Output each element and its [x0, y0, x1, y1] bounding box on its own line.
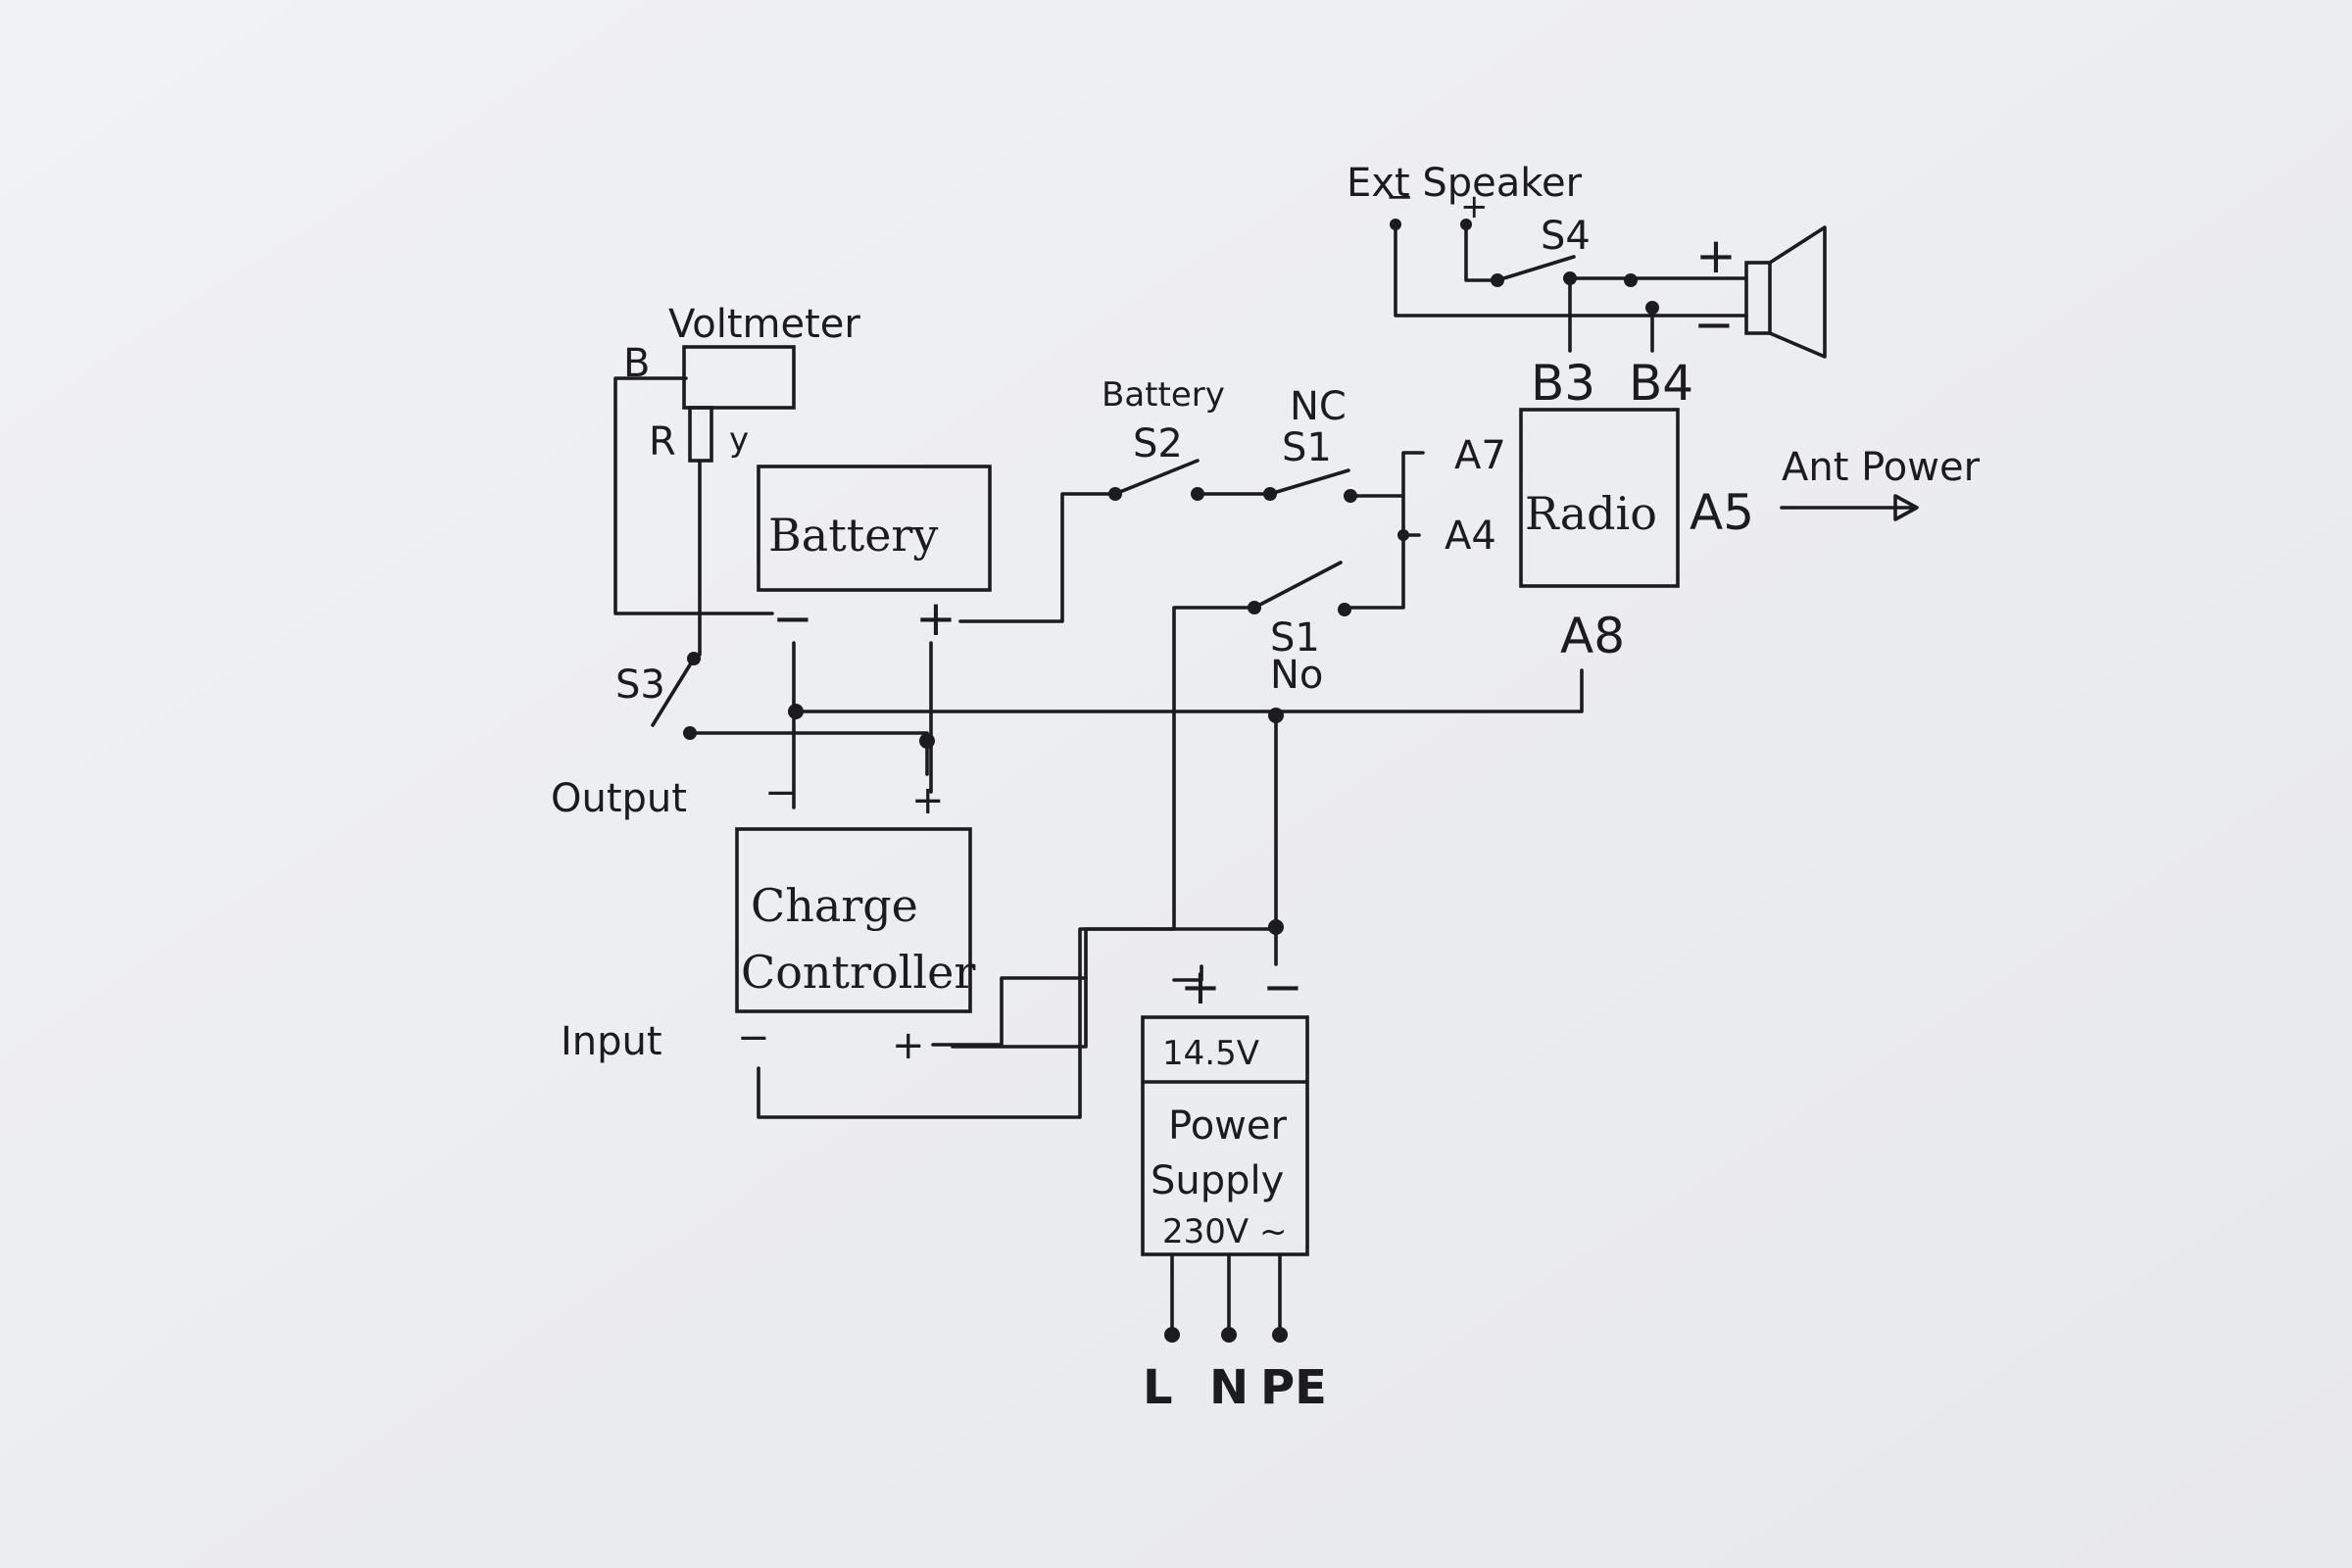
a4-label: A4	[1445, 514, 1496, 559]
battery-box	[757, 465, 992, 592]
charge-controller-line2: Controller	[741, 946, 975, 999]
switch-s3: S3	[615, 652, 935, 776]
ant-power-arrow	[1780, 494, 1919, 521]
input-plus-wire	[931, 976, 1088, 1047]
charge-controller-box	[735, 827, 972, 1013]
s3-label: S3	[615, 662, 665, 708]
speaker-minus-label: −	[1693, 296, 1735, 353]
voltmeter-label: Voltmeter	[668, 302, 860, 347]
s1-no-blade	[1252, 561, 1343, 610]
no-label: No	[1270, 653, 1323, 698]
input-plus-label: +	[892, 1023, 925, 1068]
s4-blade	[1495, 255, 1576, 282]
s1-nc-blade	[1268, 468, 1350, 496]
s2-battery-label: Battery	[1102, 375, 1225, 415]
voltmeter-r-label: R	[649, 419, 676, 465]
ext-speaker-label: Ext Speaker	[1347, 161, 1583, 206]
s4-label: S4	[1541, 214, 1591, 259]
output-plus-label: +	[911, 778, 945, 823]
ext-minus-wire	[1394, 222, 1748, 318]
battery-plus-to-s2-wire	[958, 492, 1113, 623]
mains-n-terminal	[1221, 1327, 1237, 1343]
mains-n-label: N	[1209, 1360, 1249, 1415]
psu-plus-wire	[1172, 964, 1203, 982]
s3-blade	[651, 657, 696, 727]
a4-junction	[1397, 529, 1409, 541]
ext-minus-label: −	[1386, 177, 1414, 217]
external-speaker-section: Ext Speaker − + S4 + − B3 B4	[1347, 161, 1827, 412]
bus-junction-left	[788, 704, 804, 719]
power-supply-block: + − 14.5V Power Supply 230V ~ L N PE	[1141, 958, 1327, 1415]
mains-pe-label: PE	[1260, 1360, 1327, 1415]
speaker-cone-icon	[1768, 225, 1827, 359]
battery-label: Battery	[768, 509, 938, 562]
mains-pe-terminal	[1272, 1327, 1288, 1343]
charge-controller-block: Output − + Charge Controller Input − +	[551, 770, 1278, 1119]
psu-mains-label: 230V ~	[1162, 1212, 1287, 1251]
s1-no-contact-right	[1338, 603, 1351, 616]
ext-plus-wire	[1464, 222, 1495, 282]
voltmeter-b-wire	[613, 376, 774, 615]
psu-minus-label: −	[1262, 958, 1303, 1015]
output-minus-label: −	[764, 770, 798, 815]
b3-label: B3	[1531, 355, 1595, 412]
radio-block: Radio A7 A4 A5 Ant Power A8	[1445, 408, 1981, 664]
s2-blade	[1113, 459, 1200, 496]
battery-minus-label: −	[772, 590, 813, 647]
output-label: Output	[551, 776, 687, 821]
negative-bus	[788, 668, 1584, 966]
nc-label: NC	[1290, 384, 1347, 429]
mains-l-label: L	[1143, 1360, 1173, 1415]
battery-switch-s2: Battery S2	[1102, 375, 1270, 501]
ant-power-label: Ant Power	[1782, 445, 1981, 490]
radio-box	[1519, 408, 1680, 588]
switch-s1-nc: NC S1	[1263, 384, 1425, 610]
psu-line1: Power	[1168, 1103, 1287, 1149]
psu-voltage-label: 14.5V	[1162, 1034, 1259, 1073]
speaker-plus-label: +	[1695, 227, 1737, 284]
a8-label: A8	[1560, 608, 1625, 664]
radio-label: Radio	[1525, 487, 1657, 540]
charge-controller-line1: Charge	[751, 879, 918, 932]
input-minus-label: −	[737, 1015, 770, 1060]
battery-plus-label: +	[915, 590, 956, 647]
power-supply-box	[1141, 1015, 1309, 1256]
psu-line2: Supply	[1151, 1158, 1284, 1203]
voltmeter-y-label: y	[729, 420, 749, 460]
s1-top-label: S1	[1282, 425, 1332, 470]
battery-block: Battery − +	[757, 465, 1113, 809]
a7-label: A7	[1454, 433, 1506, 478]
s1-bottom-label: S1	[1270, 615, 1320, 661]
a5-label: A5	[1690, 484, 1754, 541]
voltmeter-block: Voltmeter B R y	[613, 302, 860, 657]
input-minus-wire	[757, 927, 1278, 1119]
speaker-magnet	[1744, 261, 1772, 335]
s2-label: S2	[1133, 421, 1183, 466]
s4-contact-right	[1624, 273, 1638, 287]
b4-label: B4	[1629, 355, 1693, 412]
negative-bus-wire	[794, 668, 1584, 713]
mains-l-terminal	[1164, 1327, 1180, 1343]
input-label: Input	[561, 1019, 662, 1064]
